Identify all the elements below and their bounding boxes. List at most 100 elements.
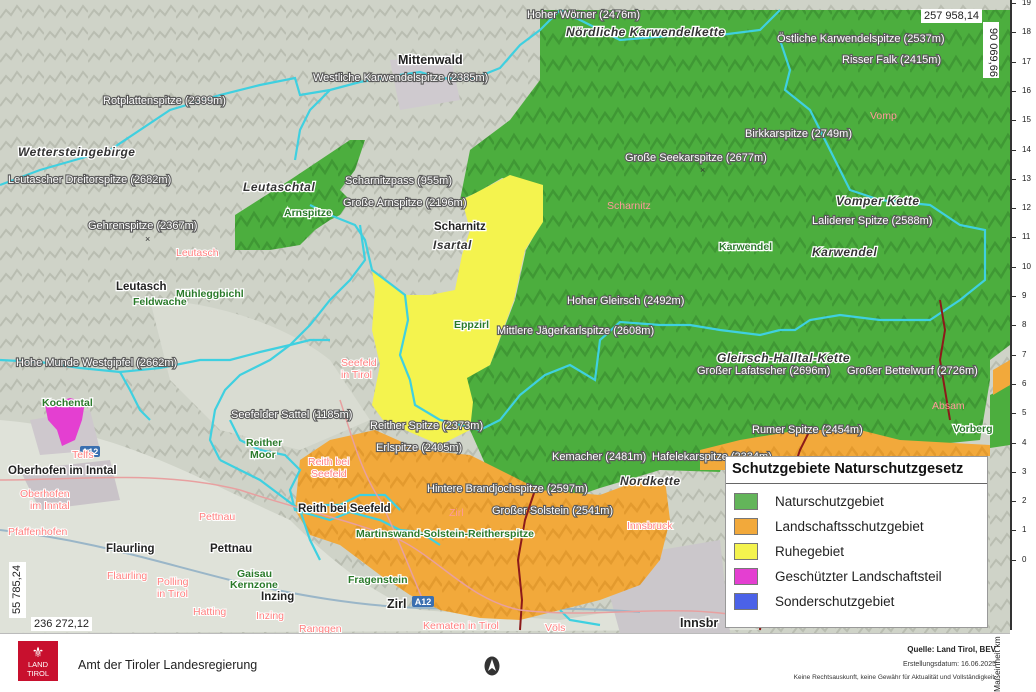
region-labels: Nördliche Karwendelkette Wettersteingebi… xyxy=(17,24,921,490)
municipality-label: Reith bei Seefeld xyxy=(308,456,352,480)
peak-label: Großer Solstein (2541m) xyxy=(492,505,613,517)
area-naturschutz-karwendel[interactable] xyxy=(460,10,1010,500)
km-scale-tick xyxy=(1010,120,1016,122)
km-scale-tick-label: 17 xyxy=(1022,56,1031,66)
area-landschaftsschutz-nordkette[interactable] xyxy=(700,430,990,470)
municipality-label: Innsbruck xyxy=(627,520,673,532)
place-label: Inzing xyxy=(261,591,294,603)
protected-area-label: Vorberg xyxy=(953,423,992,435)
coord-top-right: 257 958,14 xyxy=(921,9,983,23)
municipality-label-line: Oberhofen xyxy=(20,488,70,500)
km-scale-tick-label: 6 xyxy=(1022,378,1027,388)
municipality-label: Pettnau xyxy=(199,511,235,523)
area-landschaftsschutz-martinswand[interactable] xyxy=(295,430,670,620)
protected-area-label: Martinswand-Solstein-Reitherspitze xyxy=(356,528,534,540)
peak-label: Große Arnspitze (2196m) xyxy=(343,197,467,209)
place-label: Reith bei Seefeld xyxy=(298,503,391,515)
municipality-label-line: Polling xyxy=(157,576,189,588)
coord-left-vertical-box: 55 785,24 xyxy=(9,562,26,618)
road-label-a12-west: A12 xyxy=(82,447,99,457)
km-scale-tick xyxy=(1010,208,1016,210)
peak-label: Große Seekarspitze (2677m) xyxy=(625,152,767,164)
km-scale-tick-label: 11 xyxy=(1022,232,1031,242)
protected-area-label: Reither Moor xyxy=(246,437,285,461)
legend-item: Ruhegebiet xyxy=(726,539,987,564)
legend-label: Ruhegebiet xyxy=(775,544,845,559)
disclaimer-text: Keine Rechtsauskunft, keine Gewähr für A… xyxy=(793,674,996,681)
municipality-label-line: im Inntal xyxy=(30,500,70,512)
place-label: Mittenwald xyxy=(398,53,463,67)
inn-valley xyxy=(0,420,760,633)
municipality-label: Zirl xyxy=(449,507,464,519)
km-scale-tick-label: 4 xyxy=(1022,437,1027,447)
protected-area-label: Eppzirl xyxy=(454,319,489,331)
km-scale-tick-label: 12 xyxy=(1022,203,1031,213)
municipality-label: Oberhofen im Inntal xyxy=(20,488,73,512)
coord-right-vertical-box: 90 069,66 xyxy=(983,22,999,78)
municipality-label: Pfaffenhofen xyxy=(8,526,68,538)
km-scale-tick xyxy=(1010,90,1016,92)
peak-label: Rumer Spitze (2454m) xyxy=(752,424,863,436)
km-scale-unit: Maßeinheit km xyxy=(992,636,1002,692)
peak-label: Gehrenspitze (2367m) xyxy=(88,220,197,232)
protected-area-label-line: Moor xyxy=(250,449,276,461)
area-landschaftsschutz-east-edge[interactable] xyxy=(993,360,1010,395)
protected-area-label-line: Gaisau xyxy=(237,568,272,580)
summit-marker-icon: × xyxy=(625,322,630,332)
summit-marker-icon: × xyxy=(700,165,705,175)
municipality-label: Absam xyxy=(932,400,965,412)
road-shield-a12-west: A12 xyxy=(80,446,100,457)
km-scale-tick-label: 14 xyxy=(1022,144,1031,154)
north-arrow-icon xyxy=(484,656,500,676)
logo-line-2: TIROL xyxy=(26,669,50,678)
roads xyxy=(0,399,761,621)
peak-label: Birkkarspitze (2749m) xyxy=(745,128,852,140)
legend-item: Sonderschutzgebiet xyxy=(726,589,987,614)
municipality-label: Hatting xyxy=(193,606,226,618)
municipality-label: Scharnitz xyxy=(607,200,651,212)
area-naturschutz-vorberg[interactable] xyxy=(990,385,1010,448)
area-ruhegebiet-eppzirl[interactable] xyxy=(372,175,543,445)
km-scale-tick-label: 15 xyxy=(1022,115,1031,125)
protected-area-label: Fragenstein xyxy=(348,574,408,586)
region-label: Vomper Kette xyxy=(836,194,920,208)
km-scale-tick xyxy=(1010,471,1016,473)
protected-area-label: Karwendel xyxy=(719,241,772,253)
peak-label: Östliche Karwendelspitze (2537m) xyxy=(777,33,945,45)
summit-markers: × × × xyxy=(145,165,705,332)
protected-area-label-line: Kernzone xyxy=(230,579,278,591)
km-scale-tick xyxy=(1010,325,1016,327)
creation-date: Erstellungsdatum: 16.06.2025 xyxy=(902,661,996,668)
km-scale-tick-label: 5 xyxy=(1022,408,1027,418)
land-tirol-logo: ⚜ LAND TIROL xyxy=(18,641,58,681)
km-scale-tick xyxy=(1010,559,1016,561)
legend-label: Geschützter Landschaftsteil xyxy=(775,569,942,584)
eagle-icon: ⚜ xyxy=(31,644,45,660)
peak-label: Mittlere Jägerkarlspitze (2608m) xyxy=(497,325,654,337)
km-scale-tick-label: 16 xyxy=(1022,85,1031,95)
km-scale-tick xyxy=(1010,442,1016,444)
legend-item: Landschaftsschutzgebiet xyxy=(726,514,987,539)
municipality-label-line: in Tirol xyxy=(341,369,372,381)
peak-label: Hintere Brandjochspitze (2597m) xyxy=(427,483,588,495)
legend-item: Naturschutzgebiet xyxy=(726,489,987,514)
km-scale-tick xyxy=(1010,501,1016,503)
area-naturschutz-arnspitze[interactable] xyxy=(235,140,365,250)
peak-label: Westliche Karwendelspitze (2385m) xyxy=(313,72,488,84)
place-label: Oberhofen im Inntal xyxy=(8,465,117,477)
place-label: Innsbr xyxy=(680,616,718,630)
municipality-label: Polling in Tirol xyxy=(157,576,191,600)
legend-label: Sonderschutzgebiet xyxy=(775,594,895,609)
place-label: Leutasch xyxy=(116,281,167,293)
legend-item: Geschützter Landschaftsteil xyxy=(726,564,987,589)
km-scale-tick-label: 2 xyxy=(1022,496,1027,506)
area-landschaftsteil-kochental[interactable] xyxy=(45,398,85,446)
km-scale-tick xyxy=(1010,354,1016,356)
road-label-a12-east: A12 xyxy=(415,597,432,607)
municipality-label-line: Seefeld xyxy=(341,357,377,369)
place-label: Scharnitz xyxy=(434,221,486,233)
region-label: Isartal xyxy=(433,238,472,252)
km-scale-tick xyxy=(1010,296,1016,297)
peak-label: Hoher Gleirsch (2492m) xyxy=(567,295,684,307)
